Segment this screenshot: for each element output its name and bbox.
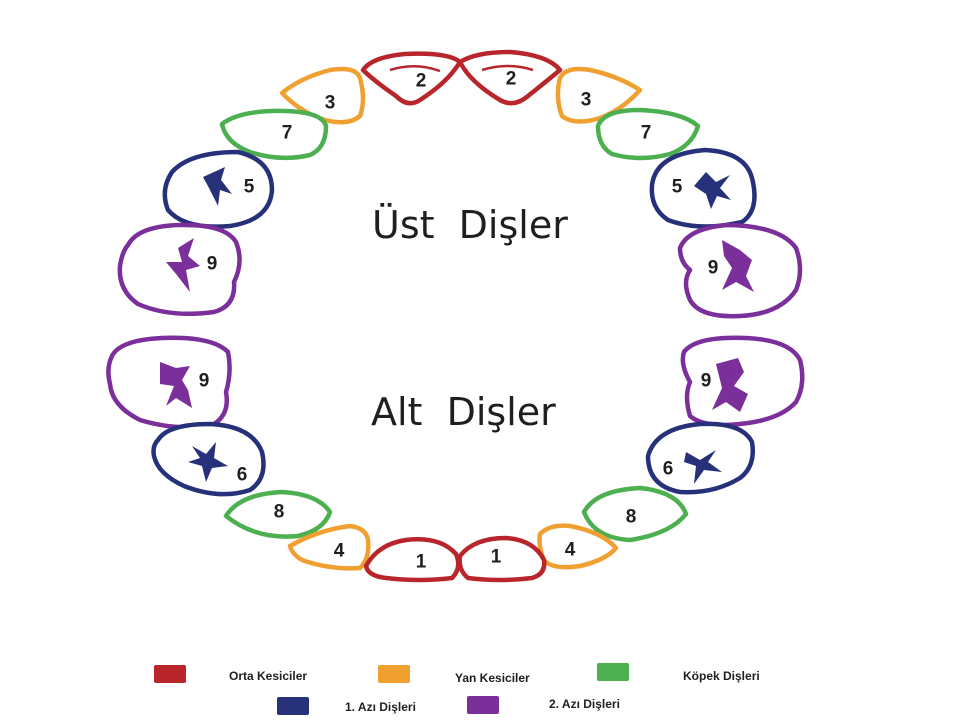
tooth-lower-left-first-molar: 6 — [645, 421, 755, 495]
tooth-upper-right-second-molar: 9 — [117, 222, 242, 317]
fissure-mark — [712, 358, 748, 412]
tooth-lower-right-lateral-incisor: 4 — [287, 523, 371, 571]
tooth-number: 9 — [199, 371, 210, 392]
tooth-upper-right-central-incisor: 2 — [360, 51, 463, 106]
upper-teeth-title: Üst Dişler — [372, 203, 568, 247]
tooth-number: 2 — [506, 69, 517, 90]
legend-swatch-second-molars — [467, 696, 499, 714]
crown-line — [389, 65, 441, 73]
legend-label-second-molars: 2. Azı Dişleri — [549, 697, 620, 711]
tooth-outline — [581, 485, 689, 543]
tooth-lower-right-second-molar: 9 — [106, 335, 232, 430]
lower-teeth-title: Alt Dişler — [371, 390, 556, 434]
tooth-upper-left-canine: 7 — [595, 107, 701, 161]
tooth-number: 3 — [325, 93, 336, 114]
tooth-number: 8 — [626, 507, 637, 528]
legend-label-canines: Köpek Dişleri — [683, 669, 760, 683]
tooth-outline — [555, 66, 643, 124]
tooth-outline — [457, 49, 563, 106]
tooth-lower-left-second-molar: 9 — [680, 335, 805, 428]
tooth-outline — [360, 51, 463, 106]
tooth-outline — [223, 489, 333, 539]
tooth-number: 8 — [274, 502, 285, 523]
tooth-number: 2 — [416, 71, 427, 92]
tooth-number: 9 — [207, 254, 218, 275]
legend-label-lateral-incisors: Yan Kesiciler — [455, 671, 530, 685]
crown-line — [481, 64, 534, 72]
tooth-upper-left-central-incisor: 2 — [457, 49, 563, 106]
tooth-number: 9 — [708, 258, 719, 279]
tooth-outline — [680, 335, 805, 428]
tooth-number: 9 — [701, 371, 712, 392]
tooth-lower-right-first-molar: 6 — [151, 421, 266, 497]
tooth-number: 6 — [663, 459, 674, 480]
legend-swatch-canines — [597, 663, 629, 681]
tooth-lower-left-central-incisor: 1 — [457, 535, 547, 583]
legend-swatch-first-molars — [277, 697, 309, 715]
legend-swatch-central-incisors — [154, 665, 186, 683]
legend-label-central-incisors: Orta Kesiciler — [229, 669, 308, 683]
fissure-mark — [160, 362, 192, 408]
tooth-number: 1 — [491, 547, 502, 568]
fissure-mark — [722, 240, 754, 292]
tooth-number: 7 — [641, 123, 652, 144]
tooth-upper-right-first-molar: 5 — [162, 149, 275, 229]
tooth-number: 1 — [416, 552, 427, 573]
tooth-number: 4 — [565, 540, 576, 561]
tooth-outline — [645, 421, 755, 495]
tooth-lower-right-canine: 8 — [223, 489, 333, 539]
fissure-mark — [694, 172, 731, 209]
tooth-number: 5 — [244, 177, 255, 198]
fissure-mark — [166, 238, 200, 292]
tooth-number: 4 — [334, 541, 345, 562]
tooth-number: 7 — [282, 123, 293, 144]
tooth-outline — [457, 535, 547, 583]
tooth-upper-left-second-molar: 9 — [677, 222, 803, 319]
tooth-upper-right-canine: 7 — [219, 108, 329, 161]
fissure-mark — [203, 167, 232, 206]
legend-label-first-molars: 1. Azı Dişleri — [345, 700, 416, 714]
legend-swatch-lateral-incisors — [378, 665, 410, 683]
tooth-outline — [595, 107, 701, 161]
fissure-mark — [188, 442, 228, 482]
tooth-outline — [363, 537, 461, 583]
fissure-mark — [684, 450, 722, 484]
tooth-number: 3 — [581, 90, 592, 111]
tooth-lower-right-central-incisor: 1 — [363, 537, 461, 583]
tooth-outline — [219, 108, 329, 161]
tooth-upper-left-first-molar: 5 — [649, 147, 757, 229]
tooth-number: 6 — [237, 465, 248, 486]
tooth-lower-left-canine: 8 — [581, 485, 689, 543]
tooth-number: 5 — [672, 177, 683, 198]
tooth-upper-left-lateral-incisor: 3 — [555, 66, 643, 124]
tooth-outline — [287, 523, 371, 571]
